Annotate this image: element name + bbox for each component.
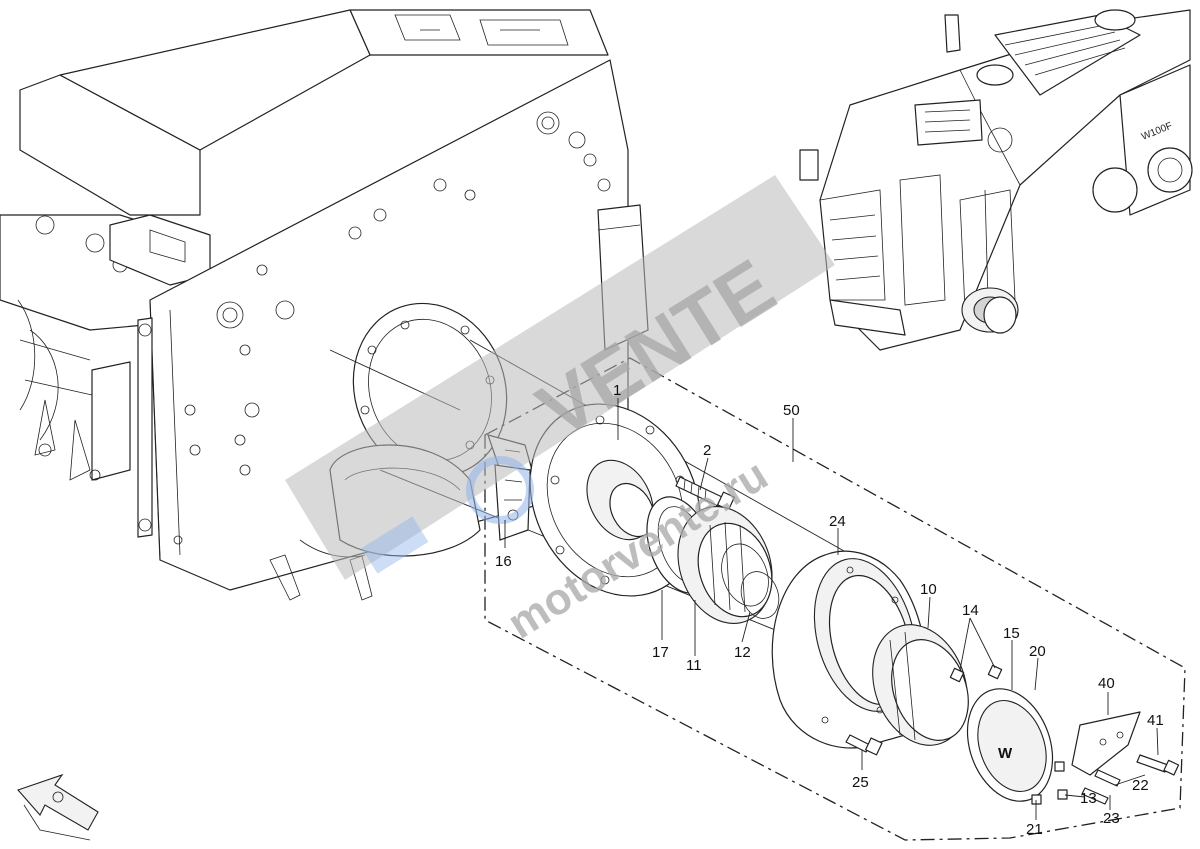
- part-13-21-screws: [1031, 761, 1068, 805]
- assembly-50-boundary: [484, 357, 1186, 841]
- part-label-14: 14: [962, 602, 979, 619]
- part-label-2: 2: [703, 442, 711, 459]
- part-label-23: 23: [1103, 810, 1120, 827]
- part-label-15: 15: [1003, 625, 1020, 642]
- part-label-20: 20: [1029, 643, 1046, 660]
- part-label-40: 40: [1098, 675, 1115, 692]
- leader-lines: [504, 398, 1159, 820]
- part-41-bolt: [1136, 754, 1180, 776]
- part-label-12: 12: [734, 644, 751, 661]
- part-label-25: 25: [852, 774, 869, 791]
- part-label-22: 22: [1132, 777, 1149, 794]
- cap-logo: W: [998, 745, 1013, 762]
- part-20-end-cap: W: [966, 688, 1054, 802]
- part-10-ring: [872, 624, 969, 746]
- part-label-17: 17: [652, 644, 669, 661]
- part-label-21: 21: [1026, 821, 1043, 838]
- part-label-10: 10: [920, 581, 937, 598]
- part-label-41: 41: [1147, 712, 1164, 729]
- view-direction-arrow-icon: [17, 773, 99, 841]
- part-22-23-bolts: [1081, 769, 1121, 805]
- part-40-cover: [1071, 711, 1141, 776]
- part-11-bearing: [677, 506, 773, 624]
- part-label-13: 13: [1080, 790, 1097, 807]
- part-label-24: 24: [829, 513, 846, 530]
- machine-overview: W100F: [799, 9, 1193, 351]
- part-25-bolt: [845, 734, 883, 756]
- part-label-11: 11: [686, 657, 702, 674]
- part-12-snap-ring: [740, 571, 780, 619]
- part-labels: 1 2 10 11 12 13 14 15 16 17 20 21 22 23 …: [495, 382, 1164, 838]
- part-label-1: 1: [613, 382, 621, 399]
- part-label-50: 50: [783, 402, 800, 419]
- part-14-screws: [949, 664, 1003, 683]
- part-label-16: 16: [495, 553, 512, 570]
